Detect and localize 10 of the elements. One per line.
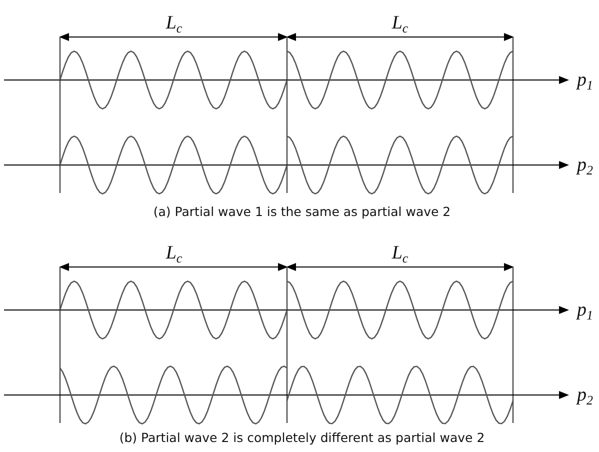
math-label: L$_{c}$ [392,244,408,264]
caption: (b) Partial wave 2 is completely different as partial wave 2 [119,432,485,444]
math-label: L$_{c}$ [392,14,408,34]
caption: (a) Partial wave 1 is the same as partial wave 2 [153,206,451,218]
math-label: p$_{1}$ [577,300,593,322]
math-label: p$_{2}$ [577,386,593,406]
math-label: L$_{c}$ [166,14,182,34]
math-label: p$_{1}$ [577,70,593,92]
math-label: L$_{c}$ [166,244,182,264]
math-label: p$_{2}$ [577,156,593,176]
